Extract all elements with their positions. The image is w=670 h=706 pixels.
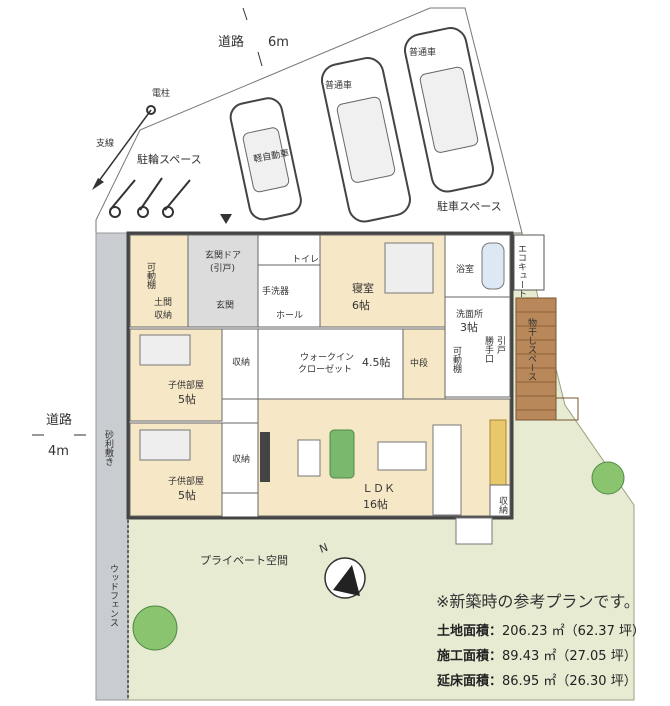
car-regular-1 bbox=[320, 57, 411, 223]
gravel-label: 砂利敷き bbox=[103, 429, 114, 466]
drying-deck bbox=[515, 297, 557, 421]
car-2-label: 普通車 bbox=[409, 46, 436, 58]
car-regular-2 bbox=[403, 27, 494, 193]
walkin-label-2: クローゼット bbox=[298, 363, 352, 375]
parking-label: 駐車スペース bbox=[437, 199, 502, 213]
wood-fence-label: ウッドフェンス bbox=[108, 564, 118, 627]
ecocute-unit bbox=[513, 234, 545, 291]
washroom-label: 洗面所 bbox=[456, 308, 483, 320]
kids-room-a-size: 5帖 bbox=[178, 393, 196, 406]
road-left-width: 4m bbox=[48, 444, 69, 459]
road-top-label: 道路 bbox=[218, 34, 244, 50]
bicycles bbox=[109, 177, 191, 218]
bathtub bbox=[481, 242, 505, 290]
movable-shelf-2-label: 可動棚 bbox=[451, 346, 462, 374]
back-door-label-2: 引戸 bbox=[495, 336, 506, 355]
floor-area-label: 延床面積： bbox=[437, 674, 503, 689]
bed-bedroom bbox=[384, 242, 434, 294]
storage-ldk bbox=[489, 484, 511, 517]
kids-room-b-size: 5帖 bbox=[178, 489, 196, 502]
utility-pole-label: 電柱 bbox=[152, 87, 170, 99]
mid-step-room bbox=[402, 328, 446, 400]
road-left-label: 道路 bbox=[46, 412, 72, 428]
kids-room-a-label: 子供部屋 bbox=[168, 379, 204, 391]
construction-area-value: 89.43 ㎡（27.05 坪） bbox=[502, 649, 637, 664]
walkin-closet bbox=[257, 328, 404, 400]
kitchen-counter bbox=[432, 424, 462, 516]
land-area-value: 206.23 ㎡（62.37 坪） bbox=[502, 624, 645, 639]
floor-area-row: 延床面積：86.95 ㎡（26.30 坪） bbox=[437, 670, 637, 689]
bed-kids-a bbox=[139, 334, 191, 366]
private-space-label: プライベート空間 bbox=[200, 553, 288, 567]
bedroom-size: 6帖 bbox=[352, 299, 370, 312]
land-area-label: 土地面積： bbox=[437, 624, 503, 639]
drying-space-label: 物干しスペース bbox=[526, 317, 537, 381]
tree-right bbox=[591, 461, 625, 495]
guy-wire-label: 支線 bbox=[96, 137, 114, 149]
ldk-size: 16帖 bbox=[363, 498, 388, 511]
construction-area-row: 施工面積：89.43 ㎡（27.05 坪） bbox=[437, 645, 637, 664]
entry-door-label-2: (引戸) bbox=[210, 263, 235, 274]
mid-step-label: 中段 bbox=[410, 357, 428, 369]
north-arrow-icon bbox=[333, 565, 360, 596]
road-top-width: 6m bbox=[268, 35, 289, 50]
tv-stand bbox=[260, 432, 270, 482]
storage-a bbox=[221, 328, 259, 400]
storage-b bbox=[221, 422, 259, 494]
storage-ldk-label: 収納 bbox=[497, 495, 508, 515]
washroom-size: 3帖 bbox=[460, 321, 478, 334]
entry-door-label-1: 玄関ドア bbox=[205, 249, 241, 261]
dining-table bbox=[377, 441, 427, 471]
walkin-size: 4.5帖 bbox=[362, 356, 391, 369]
car-1-label: 普通車 bbox=[325, 79, 352, 91]
guy-wire-line bbox=[95, 109, 152, 186]
earth-storage-label-1: 土間 bbox=[154, 296, 172, 308]
toilet-label: トイレ bbox=[292, 255, 319, 265]
low-table bbox=[297, 439, 321, 477]
deck-lines bbox=[516, 311, 556, 411]
rear-porch bbox=[455, 517, 493, 545]
ecocute-label: エコキュート bbox=[516, 244, 527, 298]
gravel-strip bbox=[95, 232, 129, 701]
car-kei bbox=[229, 97, 302, 221]
sink-label: 手洗器 bbox=[262, 285, 289, 297]
counter-right bbox=[489, 419, 507, 486]
hall-label: ホール bbox=[276, 310, 303, 321]
entrance-room bbox=[187, 234, 259, 328]
storage-a-label: 収納 bbox=[232, 356, 250, 368]
entrance-marker-icon bbox=[220, 214, 232, 224]
toilet-room bbox=[257, 234, 321, 266]
bedroom-label: 寝室 bbox=[352, 281, 374, 295]
reference-plan-note: ※新築時の参考プランです。 bbox=[436, 592, 640, 611]
deck-step bbox=[555, 397, 579, 421]
floor-area-value: 86.95 ㎡（26.30 坪） bbox=[502, 674, 637, 689]
bicycle-parking-label: 駐輪スペース bbox=[137, 152, 202, 166]
back-door-label-1: 勝手口 bbox=[483, 335, 494, 363]
earth-storage-label-2: 収納 bbox=[154, 309, 172, 321]
washroom-room bbox=[444, 296, 511, 398]
land-area-row: 土地面積：206.23 ㎡（62.37 坪） bbox=[437, 620, 645, 639]
guy-wire-arrow-icon bbox=[92, 178, 104, 190]
storage-b-label: 収納 bbox=[232, 453, 250, 465]
hall-room bbox=[257, 264, 321, 328]
tree-left bbox=[132, 605, 178, 651]
movable-shelf-1-label: 可動棚 bbox=[145, 262, 156, 290]
entrance-label: 玄関 bbox=[216, 299, 234, 311]
construction-area-label: 施工面積： bbox=[437, 649, 503, 664]
kids-room-b-label: 子供部屋 bbox=[168, 475, 204, 487]
ldk-label: ＬＤＫ bbox=[362, 482, 395, 495]
road-top-arrows bbox=[242, 7, 263, 67]
bath-label: 浴室 bbox=[456, 263, 474, 275]
walkin-label-1: ウォークイン bbox=[300, 352, 354, 363]
sofa bbox=[329, 429, 355, 479]
bed-kids-b bbox=[139, 429, 191, 461]
